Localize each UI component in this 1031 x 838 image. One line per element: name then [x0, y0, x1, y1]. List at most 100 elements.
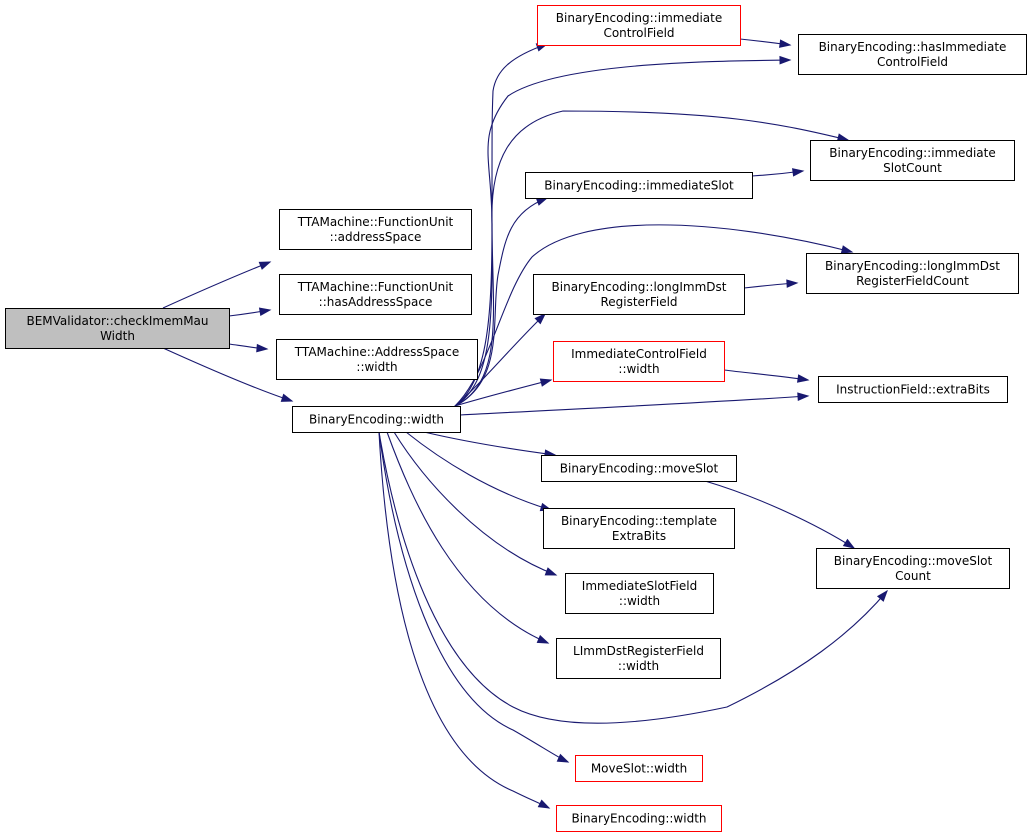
edge-root-to-fu_hasAddressSpace [228, 307, 272, 317]
node-box[interactable] [279, 274, 472, 315]
edge-be_width-to-be_hasImmediateControlField [454, 55, 792, 407]
node-label-line: TTAMachine::FunctionUnit [297, 215, 454, 229]
node-box[interactable] [553, 341, 725, 382]
node-be_longImmDstRegisterFieldCount[interactable]: BinaryEncoding::longImmDstRegisterFieldC… [806, 253, 1019, 294]
node-label-line: ImmediateSlotField [582, 579, 697, 593]
node-box[interactable] [816, 548, 1010, 589]
edge-be_width-to-be_moveSlot [423, 431, 557, 458]
arrowhead [797, 392, 810, 402]
arrowhead [779, 55, 792, 65]
edge-line [454, 197, 548, 407]
node-label-line: ::hasAddressSpace [319, 295, 433, 309]
node-label-line: ::width [618, 362, 659, 376]
arrowhead [534, 312, 547, 325]
node-be_moveSlot[interactable]: BinaryEncoding::moveSlot [541, 455, 737, 482]
node-box[interactable] [556, 638, 721, 679]
node-box[interactable] [810, 140, 1015, 181]
node-isf_width[interactable]: ImmediateSlotField::width [565, 573, 714, 614]
node-box[interactable] [5, 308, 230, 349]
arrowhead [786, 279, 799, 288]
edge-be_moveSlot-to-be_moveSlotCount [704, 480, 856, 549]
node-label-line: RegisterFieldCount [856, 274, 969, 288]
edge-root-to-be_width [162, 347, 294, 402]
node-label-line: BinaryEncoding::immediateSlot [544, 179, 734, 193]
edge-line [393, 431, 557, 576]
node-fu_hasAddressSpace[interactable]: TTAMachine::FunctionUnit::hasAddressSpac… [279, 274, 472, 315]
node-as_width[interactable]: TTAMachine::AddressSpace::width [276, 339, 478, 380]
node-box[interactable] [541, 455, 737, 482]
node-box[interactable] [276, 339, 478, 380]
node-be_immediateSlot[interactable]: BinaryEncoding::immediateSlot [525, 172, 753, 199]
edge-root-to-as_width [228, 343, 269, 353]
node-box[interactable] [533, 274, 745, 315]
node-if_extraBits[interactable]: InstructionField::extraBits [818, 376, 1008, 403]
node-box[interactable] [279, 209, 472, 250]
node-fu_addressSpace[interactable]: TTAMachine::FunctionUnit::addressSpace [279, 209, 472, 250]
node-label-line: BinaryEncoding::template [561, 514, 717, 528]
edge-line [378, 431, 888, 724]
node-label-line: BinaryEncoding::longImmDst [825, 259, 1000, 273]
node-label-line: BinaryEncoding::longImmDst [552, 280, 727, 294]
node-label-line: TTAMachine::FunctionUnit [297, 280, 454, 294]
edge-be_width-to-be_moveSlotCount [378, 431, 888, 724]
edge-line [162, 347, 293, 402]
edge-be_width-to-be_width2 [378, 431, 551, 809]
node-box[interactable] [537, 5, 741, 46]
node-lidrf_width[interactable]: LImmDstRegisterField::width [556, 638, 721, 679]
node-label-line: BinaryEncoding::immediate [829, 146, 995, 160]
edge-be_width-to-if_extraBits [459, 392, 810, 416]
node-be_width2[interactable]: BinaryEncoding::width [556, 805, 722, 832]
node-label-line: ControlField [603, 26, 674, 40]
node-ms_width[interactable]: MoveSlot::width [575, 755, 703, 782]
edge-be_width-to-be_longImmDstRegisterField [454, 312, 547, 407]
edge-be_immediateSlot-to-be_immediateSlotCount [751, 168, 805, 177]
arrowhead [842, 538, 856, 549]
node-label-line: ::addressSpace [330, 230, 422, 244]
edge-line [454, 224, 853, 407]
edge-be_width-to-be_longImmDstRegisterFieldCount [454, 224, 854, 407]
arrowhead [796, 374, 810, 383]
node-label-line: ImmediateControlField [571, 347, 707, 361]
node-box[interactable] [543, 508, 735, 549]
node-box[interactable] [292, 406, 461, 433]
node-box[interactable] [565, 573, 714, 614]
node-box[interactable] [818, 376, 1008, 403]
node-be_width[interactable]: BinaryEncoding::width [292, 406, 461, 433]
node-label-line: InstructionField::extraBits [836, 383, 990, 397]
edge-line [723, 369, 809, 381]
node-label-line: BEMValidator::checkImemMau [26, 314, 208, 328]
node-box[interactable] [798, 34, 1027, 75]
edge-be_width-to-lidrf_width [386, 431, 550, 644]
arrowhead [876, 589, 888, 602]
node-icf_width[interactable]: ImmediateControlField::width [553, 341, 725, 382]
node-box[interactable] [556, 805, 722, 832]
edge-line [378, 431, 550, 809]
edge-be_width-to-ms_width [378, 431, 570, 763]
edge-line [454, 313, 546, 407]
edge-line [454, 110, 849, 407]
node-box[interactable] [525, 172, 753, 199]
edge-line [459, 395, 809, 416]
node-label-line: ControlField [877, 55, 948, 69]
arrowhead [258, 307, 272, 316]
edge-be_width-to-icf_width [454, 378, 553, 407]
edge-icf_width-to-if_extraBits [723, 369, 810, 383]
edge-line [704, 480, 855, 549]
arrowhead [779, 39, 792, 48]
edge-line [378, 431, 569, 763]
edge-line [405, 431, 552, 511]
node-label-line: RegisterField [600, 295, 677, 309]
arrowhead [539, 378, 553, 387]
node-label-line: ::width [618, 659, 659, 673]
node-box[interactable] [575, 755, 703, 782]
node-box[interactable] [806, 253, 1019, 294]
edge-root-to-fu_addressSpace [162, 261, 272, 309]
